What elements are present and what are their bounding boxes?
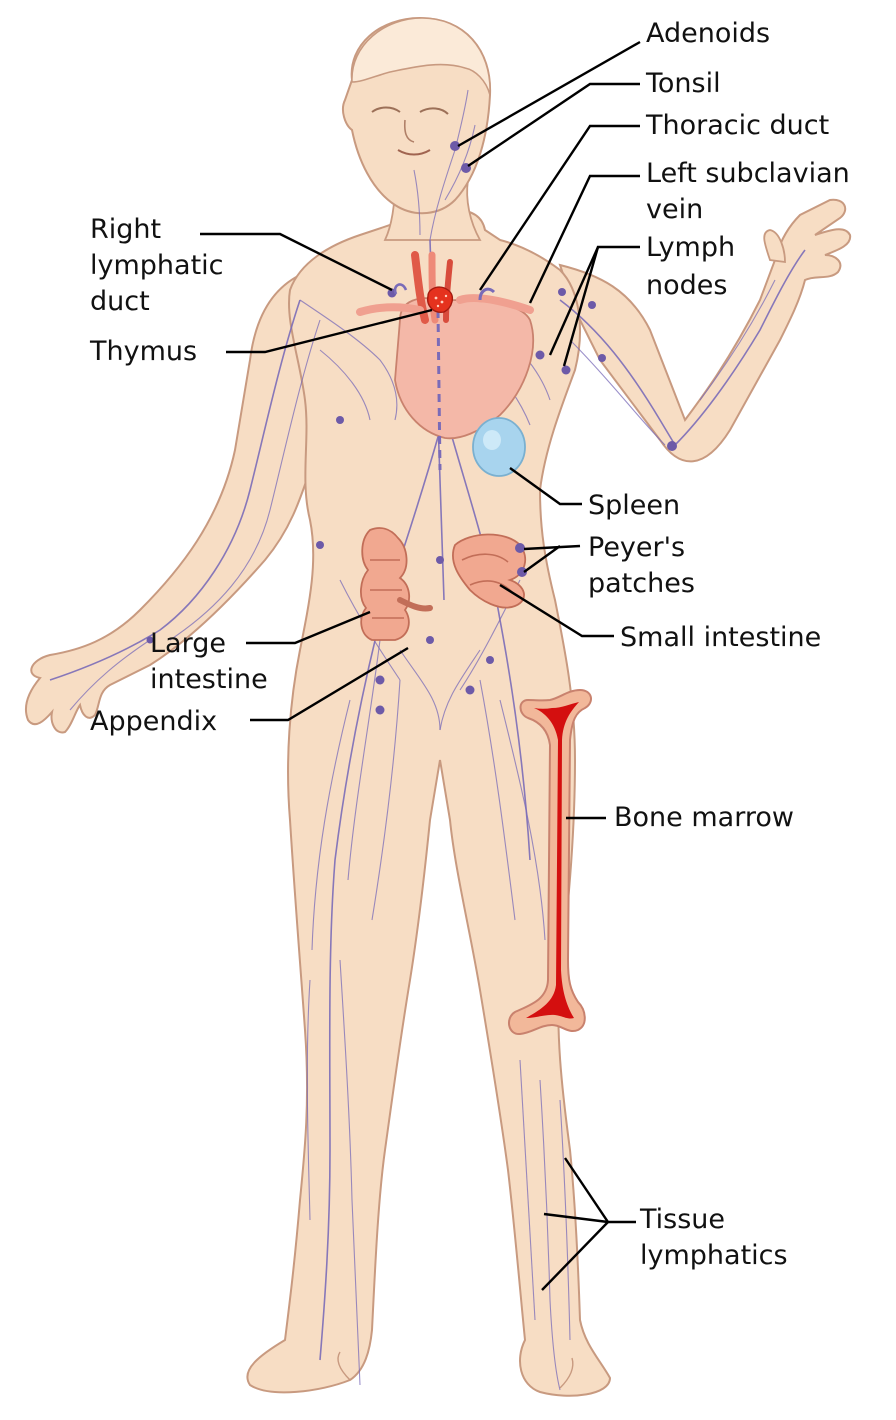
label-lymph-nodes-line1: Lymph <box>646 232 735 263</box>
label-lymph-nodes-line2: nodes <box>646 270 727 301</box>
label-spleen: Spleen <box>588 490 680 521</box>
label-peyers-line1: Peyer's <box>588 532 685 563</box>
label-large-intestine-line2: intestine <box>150 664 268 695</box>
label-thymus: Thymus <box>89 336 197 367</box>
label-bone-marrow: Bone marrow <box>614 802 794 833</box>
label-left-subclavian-line1: Left subclavian <box>646 158 850 189</box>
raised-thumb <box>764 230 785 262</box>
label-tissue-lymphatics-line1: Tissue <box>639 1204 725 1235</box>
label-appendix: Appendix <box>90 706 217 737</box>
label-right-lymphatic-line1: Right <box>90 214 161 245</box>
label-peyers-line2: patches <box>588 568 695 599</box>
label-large-intestine-line1: Large <box>150 628 226 659</box>
label-right-lymphatic-line3: duct <box>90 286 150 317</box>
label-adenoids: Adenoids <box>646 18 770 49</box>
thymus <box>428 287 453 312</box>
spleen <box>473 418 525 476</box>
label-right-lymphatic-line2: lymphatic <box>90 250 224 281</box>
label-left-subclavian-line2: vein <box>646 194 703 225</box>
label-tissue-lymphatics-line2: lymphatics <box>640 1240 788 1271</box>
label-thoracic-duct: Thoracic duct <box>645 110 829 141</box>
label-small-intestine: Small intestine <box>620 622 821 653</box>
label-tonsil: Tonsil <box>645 68 721 99</box>
peyers-patch-upper <box>515 543 525 553</box>
